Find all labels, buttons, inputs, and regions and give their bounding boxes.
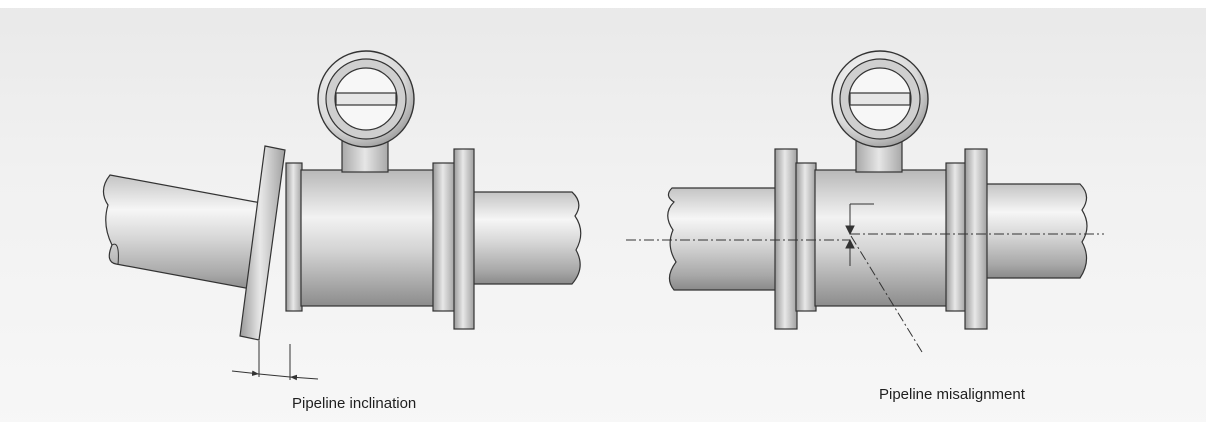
inclination-dimension <box>231 341 319 381</box>
misaligned-flange-left-inner <box>795 162 817 312</box>
misaligned-flange-right-outer <box>964 148 988 330</box>
misalignment-offset-dimension <box>845 203 874 266</box>
meter-flange-left-inner <box>285 162 303 312</box>
misaligned-flange-left-outer <box>774 148 798 330</box>
transmitter-head <box>317 50 415 148</box>
misalignment-figure <box>626 50 1104 353</box>
misaligned-left-pipe <box>667 187 777 291</box>
misaligned-meter-body <box>814 169 948 307</box>
pipeline-inclination-caption: Pipeline inclination <box>292 395 417 412</box>
inclined-pipe <box>102 174 273 292</box>
pipeline-misalignment-caption: Pipeline misalignment <box>879 386 1025 403</box>
inclination-figure <box>102 50 582 381</box>
misaligned-transmitter-head <box>831 50 929 148</box>
tilted-flange <box>239 145 286 341</box>
meter-body <box>300 169 435 307</box>
misaligned-flange-right-inner <box>945 162 967 312</box>
pipe-flange-right <box>453 148 475 330</box>
right-pipe <box>471 191 582 285</box>
meter-flange-right-inner <box>432 162 456 312</box>
misalignment-centerlines <box>626 233 1104 353</box>
misaligned-right-pipe <box>985 183 1088 279</box>
